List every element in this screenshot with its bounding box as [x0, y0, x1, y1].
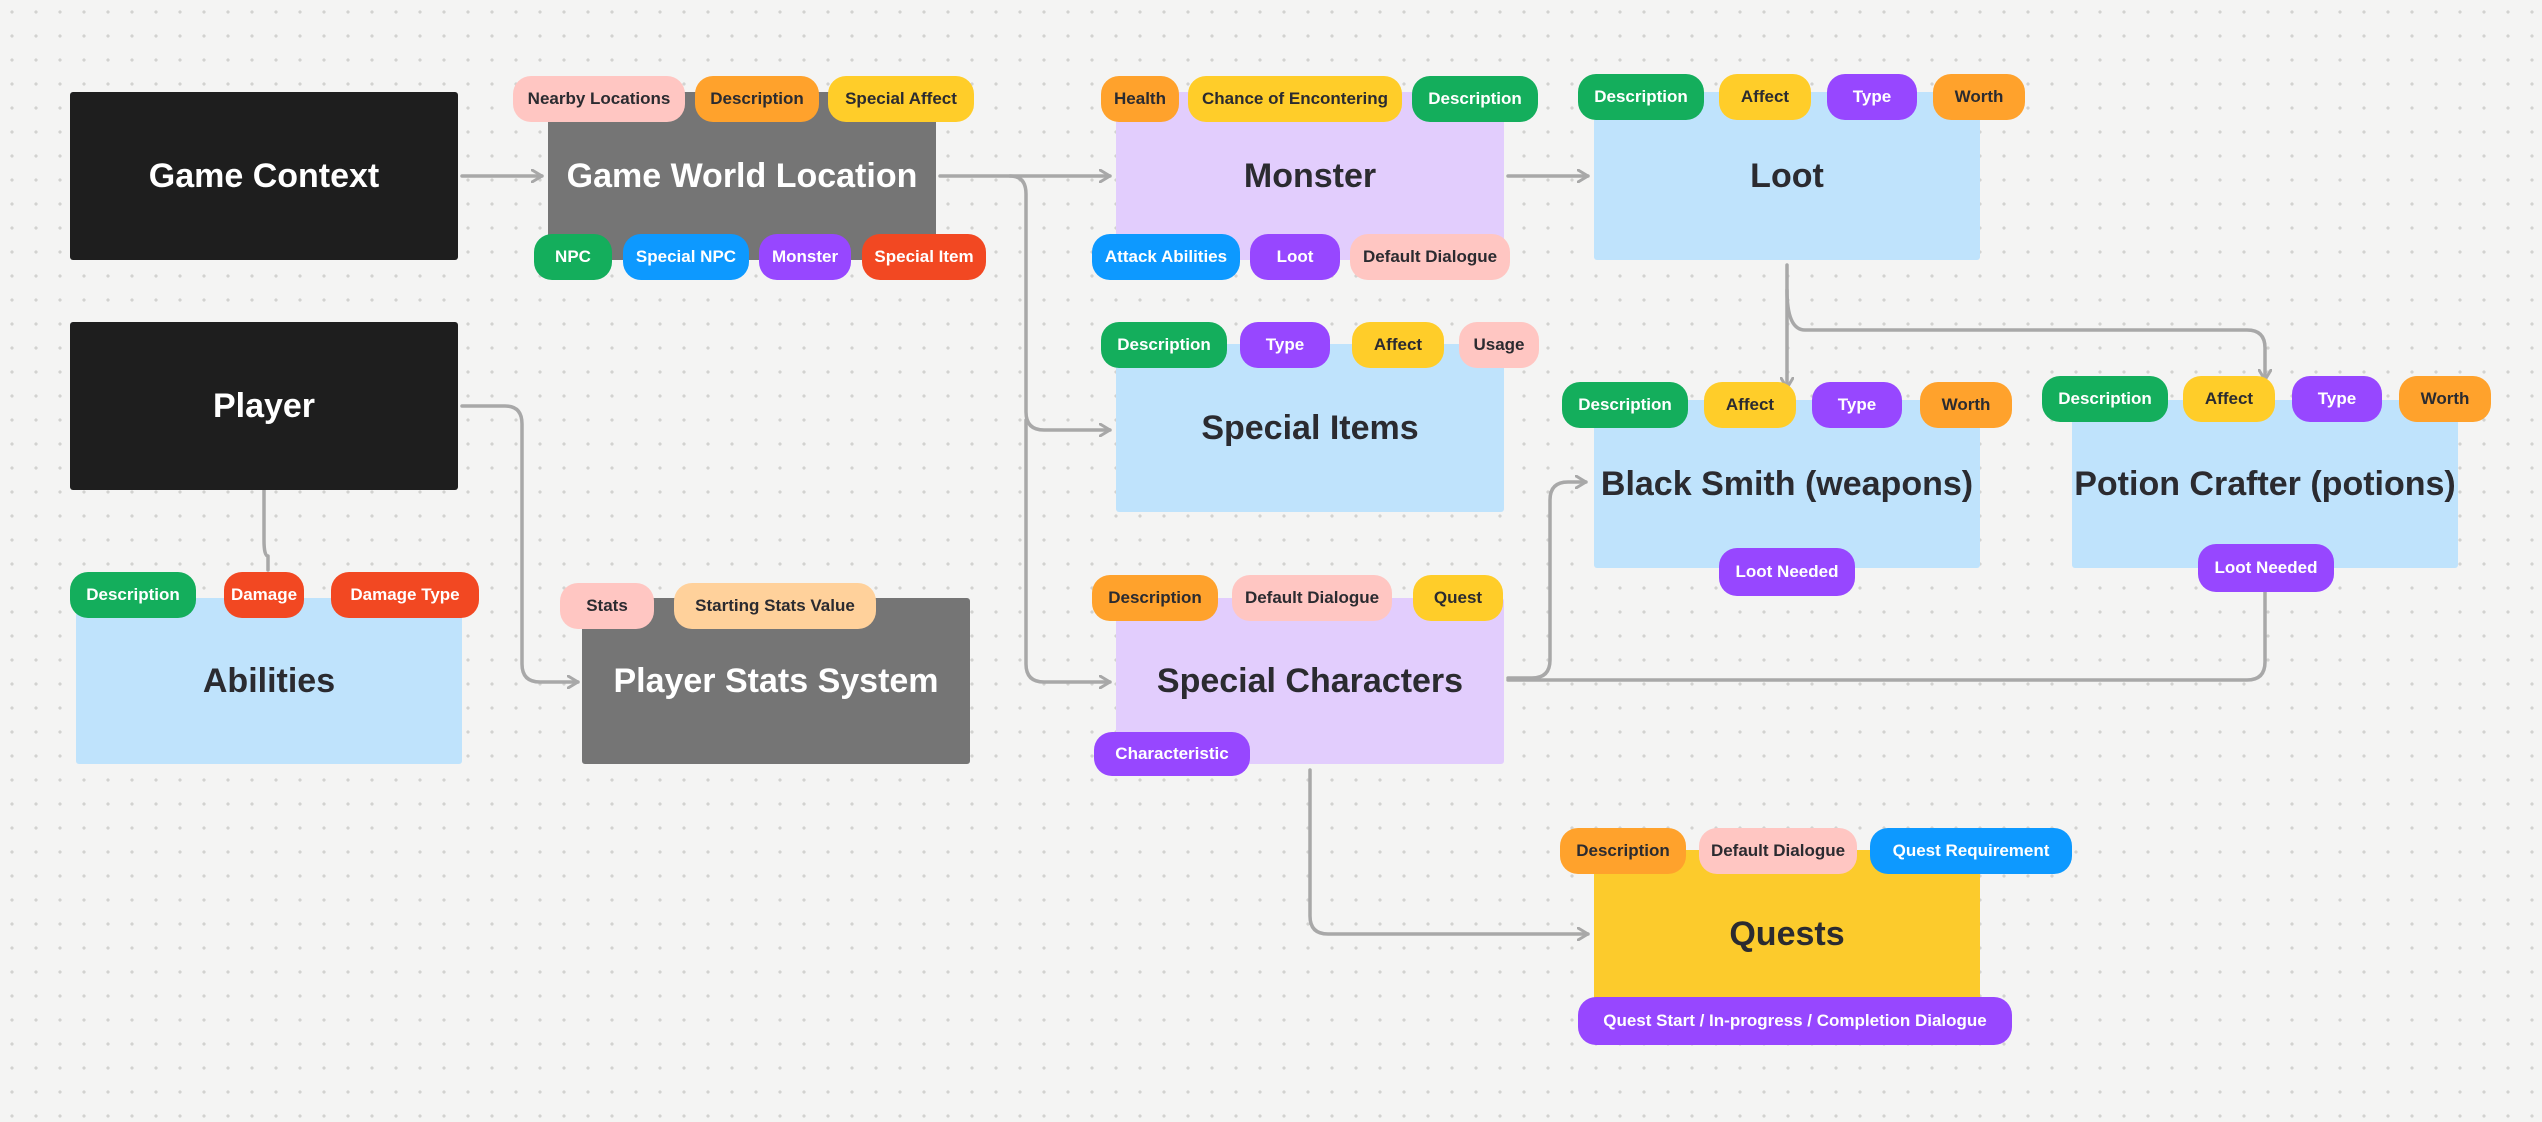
tag-affect: Affect [2183, 376, 2275, 422]
tag-type: Type [2292, 376, 2382, 422]
tag-affect: Affect [1704, 382, 1796, 428]
tag-usage: Usage [1459, 322, 1539, 368]
tag-type: Type [1240, 322, 1330, 368]
tag-characteristic: Characteristic [1094, 732, 1250, 776]
tag-nearby-locations: Nearby Locations [513, 76, 685, 122]
tag-description: Description [1092, 575, 1218, 621]
player-node[interactable]: Player [70, 322, 458, 490]
tag-loot-needed: Loot Needed [1719, 548, 1855, 596]
tag-health: Health [1101, 76, 1179, 122]
tag-description: Description [1560, 828, 1686, 874]
connector-characters-to-potion-crafter [1506, 590, 2267, 682]
tag-description: Description [1562, 382, 1688, 428]
tag-description: Description [1578, 74, 1704, 120]
potion-crafter-node[interactable]: Potion Crafter (potions) [2072, 400, 2458, 568]
tag-loot: Loot [1250, 234, 1340, 280]
tag-affect: Affect [1719, 74, 1811, 120]
tag-description: Description [695, 76, 819, 122]
black-smith-node[interactable]: Black Smith (weapons) [1594, 400, 1980, 568]
connector-characters-to-black-smith [1506, 482, 1588, 680]
tag-monster: Monster [759, 234, 851, 280]
connector-player-to-stats [460, 404, 580, 682]
quests-node[interactable]: Quests [1594, 850, 1980, 1018]
tag-attack-abilities: Attack Abilities [1092, 234, 1240, 280]
tag-description: Description [1412, 76, 1538, 122]
tag-chance-of-encontering: Chance of Encontering [1188, 76, 1402, 122]
tag-affect: Affect [1352, 322, 1444, 368]
tag-loot-needed: Loot Needed [2198, 544, 2334, 592]
tag-type: Type [1827, 74, 1917, 120]
tag-description: Description [2042, 376, 2168, 422]
tag-worth: Worth [1933, 74, 2025, 120]
tag-quest-dialogue-stages: Quest Start / In-progress / Completion D… [1578, 997, 2012, 1045]
tag-stats: Stats [560, 583, 654, 629]
game-context-node[interactable]: Game Context [70, 92, 458, 260]
connector-characters-to-quests [1308, 768, 1590, 934]
tag-npc: NPC [534, 234, 612, 280]
tag-quest: Quest [1413, 575, 1503, 621]
tag-default-dialogue: Default Dialogue [1232, 575, 1392, 621]
connector-player-to-abilities [262, 488, 270, 572]
tag-starting-stats-value: Starting Stats Value [674, 583, 876, 629]
tag-type: Type [1812, 382, 1902, 428]
tag-default-dialogue: Default Dialogue [1699, 828, 1857, 874]
tag-description: Description [1101, 322, 1227, 368]
abilities-node[interactable]: Abilities [76, 598, 462, 764]
connector-loot-to-potion-crafter [1785, 288, 2265, 382]
tag-special-affect: Special Affect [828, 76, 974, 122]
tag-damage-type: Damage Type [331, 572, 479, 618]
tag-default-dialogue: Default Dialogue [1350, 234, 1510, 280]
tag-quest-requirement: Quest Requirement [1870, 828, 2072, 874]
connector-location-to-special-characters [1024, 418, 1112, 682]
loot-node[interactable]: Loot [1594, 92, 1980, 260]
tag-worth: Worth [2399, 376, 2491, 422]
tag-special-npc: Special NPC [623, 234, 749, 280]
tag-damage: Damage [224, 572, 304, 618]
tag-special-item: Special Item [862, 234, 986, 280]
tag-description: Description [70, 572, 196, 618]
special-items-node[interactable]: Special Items [1116, 344, 1504, 512]
tag-worth: Worth [1920, 382, 2012, 428]
connector-location-to-special-items [1008, 174, 1112, 430]
